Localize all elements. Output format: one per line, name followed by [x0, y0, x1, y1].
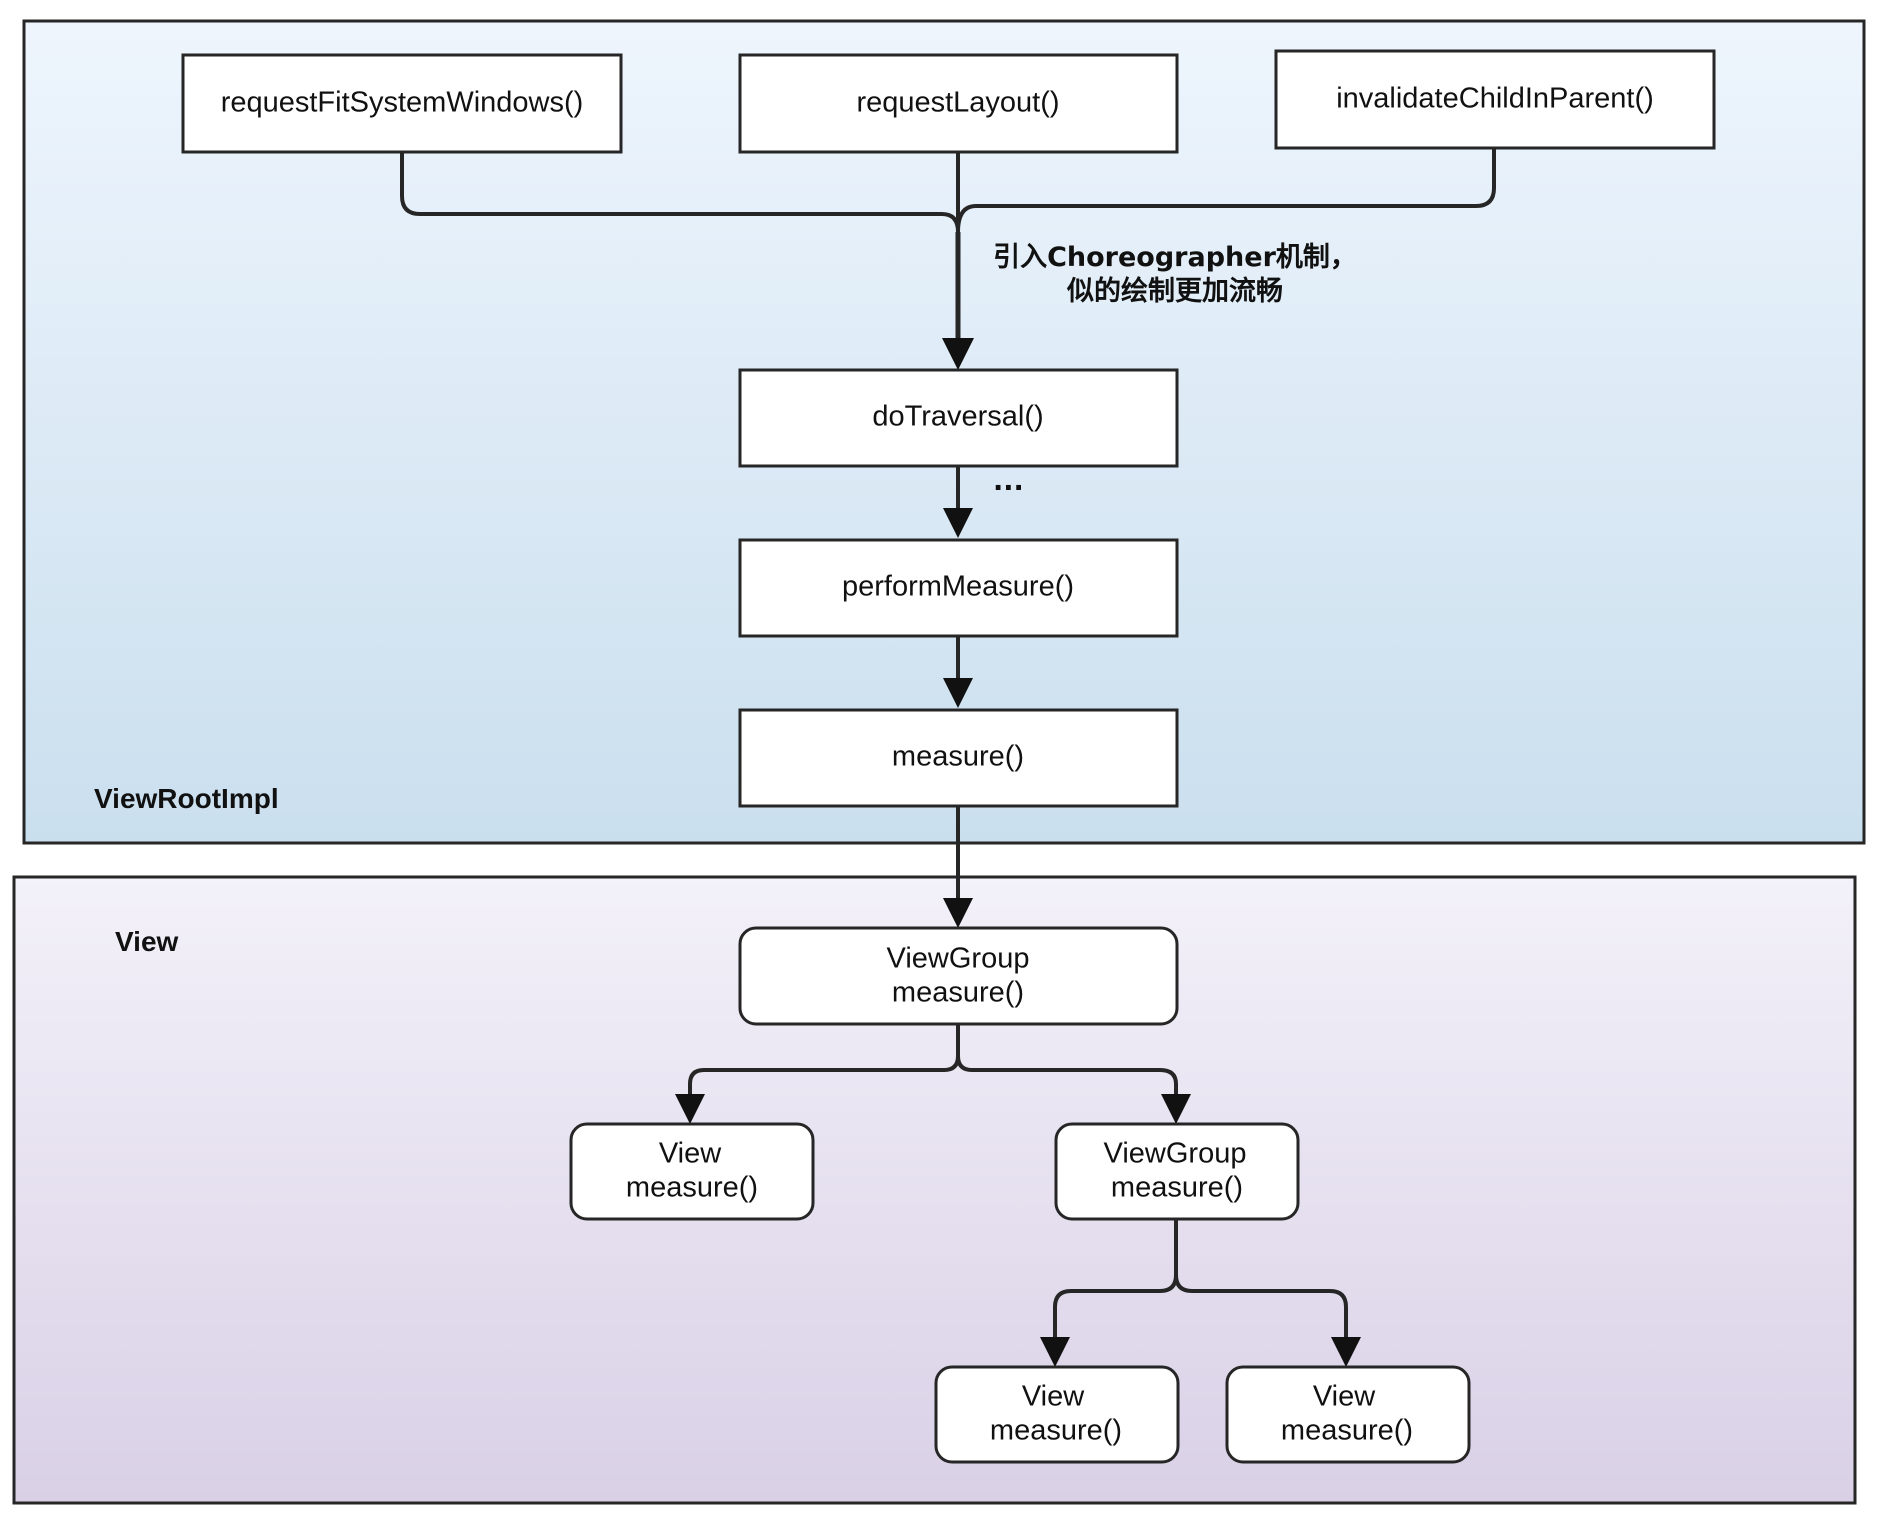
- arrowheads: [675, 338, 1361, 1367]
- connectors: [400, 148, 1496, 1339]
- arrowhead-view-left: [675, 1094, 705, 1124]
- node-label-line-2: measure(): [892, 977, 1024, 1009]
- node-viewgroup-child[interactable]: ViewGroup measure(): [1054, 1122, 1300, 1221]
- view-region-label: View: [115, 926, 179, 957]
- node-label-line-2: measure(): [1111, 1172, 1243, 1204]
- node-label-line-2: measure(): [1281, 1415, 1413, 1447]
- node-request-layout[interactable]: requestLayout(): [738, 53, 1179, 154]
- node-view-bottom-left[interactable]: View measure(): [934, 1365, 1180, 1464]
- node-measure[interactable]: measure(): [738, 708, 1179, 808]
- node-viewgroup-root[interactable]: ViewGroup measure(): [738, 926, 1179, 1026]
- node-label-line-1: ViewGroup: [887, 943, 1030, 975]
- node-request-fit-system-windows[interactable]: requestFitSystemWindows(): [181, 53, 623, 154]
- ellipsis-annotation: ...: [993, 466, 1024, 497]
- node-label: doTraversal(): [872, 401, 1043, 433]
- arrowhead-measure: [943, 678, 973, 708]
- arrowhead-viewgroup-root: [943, 898, 973, 928]
- arrowhead-dotraversal: [942, 338, 974, 370]
- node-perform-measure[interactable]: performMeasure(): [738, 538, 1179, 638]
- node-view-bottom-right[interactable]: View measure(): [1225, 1365, 1471, 1464]
- node-label: requestLayout(): [856, 87, 1059, 119]
- arrowhead-performmeasure: [943, 508, 973, 538]
- node-label-line-1: View: [659, 1138, 722, 1170]
- node-label-line-1: View: [1022, 1381, 1085, 1413]
- node-label: measure(): [892, 741, 1024, 773]
- node-label: performMeasure(): [842, 571, 1074, 603]
- node-view-left[interactable]: View measure(): [569, 1122, 815, 1221]
- arrowhead-view-bottom-right: [1331, 1337, 1361, 1367]
- node-label-line-1: ViewGroup: [1104, 1138, 1247, 1170]
- arrowhead-viewgroup-child: [1161, 1094, 1191, 1124]
- node-label: invalidateChildInParent(): [1336, 83, 1654, 115]
- node-invalidate-child-in-parent[interactable]: invalidateChildInParent(): [1274, 49, 1716, 150]
- choreographer-note-line-1: 引入Choreographer机制，: [993, 242, 1357, 273]
- node-label: requestFitSystemWindows(): [221, 87, 584, 119]
- connector-invalidate-merge: [956, 148, 1496, 233]
- node-label-line-1: View: [1313, 1381, 1376, 1413]
- viewrootimpl-region-label: ViewRootImpl: [94, 783, 279, 814]
- arrowhead-view-bottom-left: [1040, 1337, 1070, 1367]
- connector-viewgroup-split: [688, 1024, 1178, 1096]
- node-do-traversal[interactable]: doTraversal(): [738, 368, 1179, 468]
- choreographer-note-line-2: 似的绘制更加流畅: [1066, 275, 1283, 307]
- node-label-line-2: measure(): [626, 1172, 758, 1204]
- connector-viewgroup-child-split: [1053, 1219, 1348, 1339]
- node-label-line-2: measure(): [990, 1415, 1122, 1447]
